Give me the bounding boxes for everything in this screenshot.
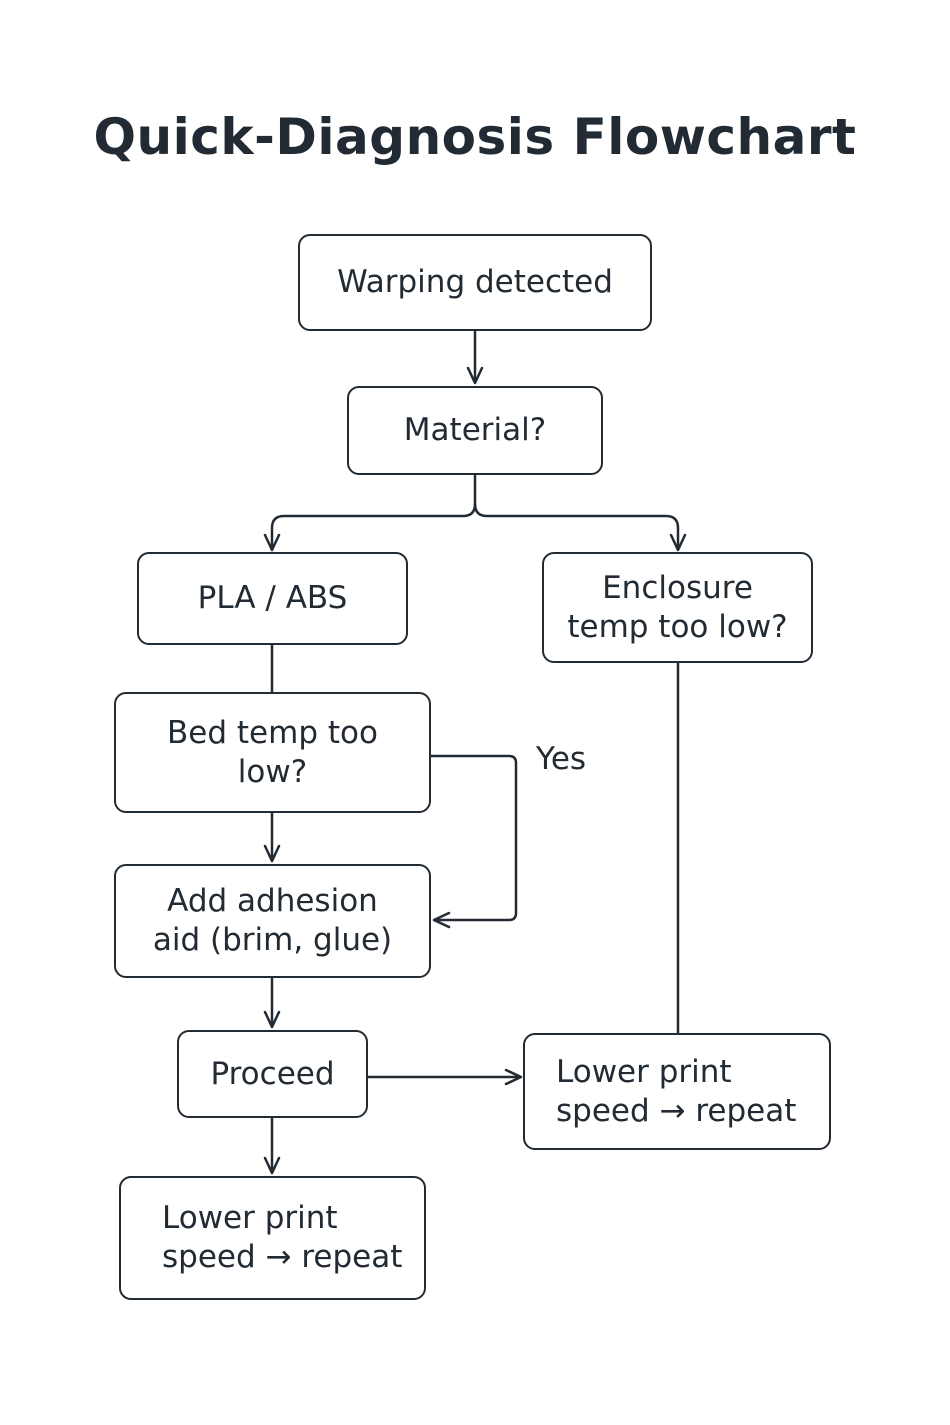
bed-temp-line2: low? [237, 753, 308, 790]
lower-print-speed-bottom-node: Lower print speed → repeat [119, 1176, 426, 1300]
lower-print-speed-right-node: Lower print speed → repeat [523, 1033, 831, 1150]
edge-bed-yes-loop [431, 754, 518, 929]
enclosure-temp-node: Enclosure temp too low? [542, 552, 813, 663]
pla-abs-node: PLA / ABS [137, 552, 408, 645]
adhesion-line2: aid (brim, glue) [152, 922, 393, 958]
lower-right-line2: speed → repeat [556, 1092, 797, 1129]
bed-temp-node: Bed temp too low? [114, 692, 431, 813]
edge-material-to-pla [263, 475, 477, 552]
pla-abs-label: PLA / ABS [197, 580, 348, 616]
bed-temp-line1: Bed temp too [167, 714, 378, 751]
edge-material-to-enclosure [473, 503, 687, 552]
lower-bottom-line2: speed → repeat [162, 1239, 403, 1275]
page-title: Quick-Diagnosis Flowchart [93, 108, 857, 166]
yes-label: Yes [536, 741, 587, 777]
adhesion-line1: Add adhesion [167, 883, 378, 919]
enclosure-line1: Enclosure [602, 569, 753, 606]
proceed-label: Proceed [210, 1055, 335, 1092]
adhesion-aid-node: Add adhesion aid (brim, glue) [114, 864, 431, 978]
enclosure-line2: temp too low? [567, 608, 788, 645]
warping-detected-label: Warping detected [337, 264, 613, 300]
material-label: Material? [403, 412, 547, 448]
material-decision-node: Material? [347, 386, 603, 475]
warping-detected-node: Warping detected [298, 234, 652, 331]
proceed-node: Proceed [177, 1030, 368, 1118]
lower-right-line1: Lower print [556, 1053, 732, 1090]
lower-bottom-line1: Lower print [162, 1200, 338, 1236]
